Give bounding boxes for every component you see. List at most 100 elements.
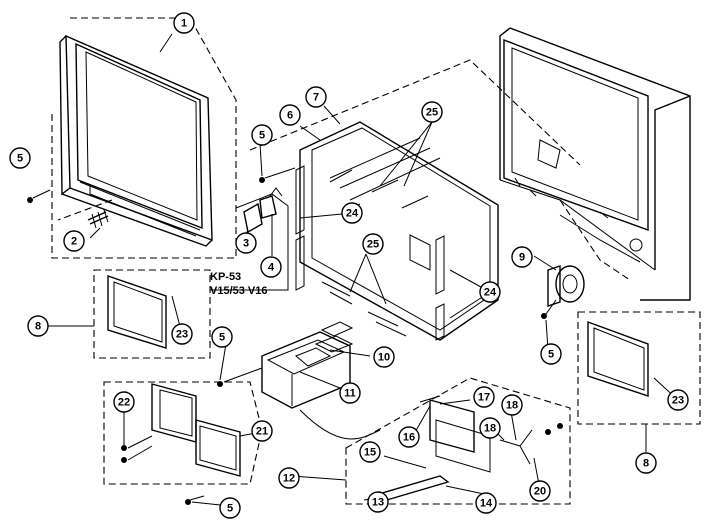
callout-c6: 6 xyxy=(279,104,301,126)
callout-c22: 22 xyxy=(113,391,135,413)
callout-circle xyxy=(475,492,497,514)
callout-c18b: 18 xyxy=(501,394,523,416)
lower-left-assembly xyxy=(103,381,263,485)
callout-c23b: 23 xyxy=(667,389,689,411)
callout-c10: 10 xyxy=(373,346,395,368)
callout-label: 18 xyxy=(484,423,496,435)
shield-box-right xyxy=(577,311,701,425)
callout-circle xyxy=(9,147,31,169)
callout-c7: 7 xyxy=(305,86,327,108)
callout-circle xyxy=(339,382,361,404)
callout-label: 5 xyxy=(227,503,233,515)
callout-c8b: 8 xyxy=(635,452,657,474)
callout-label: 9 xyxy=(519,252,525,264)
callout-label: 4 xyxy=(268,262,275,274)
callout-c18a: 18 xyxy=(479,417,501,439)
callout-circle xyxy=(279,104,301,126)
callout-circle xyxy=(635,452,657,474)
callout-label: 20 xyxy=(534,486,546,498)
callout-circle xyxy=(305,86,327,108)
callout-c5a: 5 xyxy=(9,147,31,169)
cabinet-housing xyxy=(499,27,691,301)
callout-circle xyxy=(113,391,135,413)
callout-c17: 17 xyxy=(473,386,495,408)
callout-circle xyxy=(473,386,495,408)
main-board xyxy=(249,59,581,341)
callout-label: 24 xyxy=(484,287,497,299)
callout-c16: 16 xyxy=(398,426,420,448)
callout-label: 23 xyxy=(672,395,684,407)
callout-label: 16 xyxy=(403,432,415,444)
callout-circle xyxy=(341,202,363,224)
speaker-part-9 xyxy=(547,265,585,307)
callout-label: 21 xyxy=(256,426,268,438)
callout-circle xyxy=(667,389,689,411)
callout-label: 15 xyxy=(364,447,376,459)
callout-label: 5 xyxy=(17,153,23,165)
callout-circle xyxy=(479,281,501,303)
callout-label: 8 xyxy=(643,458,649,470)
callout-c5d: 5 xyxy=(540,343,562,365)
callout-label: 13 xyxy=(372,497,384,509)
callout-label: 1 xyxy=(181,18,187,30)
callout-circle xyxy=(367,491,389,513)
callout-label: 17 xyxy=(478,392,490,404)
shield-box-left xyxy=(93,269,211,359)
callout-circle xyxy=(529,480,551,502)
callout-circle xyxy=(235,232,257,254)
callout-label: 2 xyxy=(71,236,77,248)
model-note-line2: V15/53 V16 xyxy=(210,285,268,297)
callout-c9: 9 xyxy=(511,246,533,268)
callout-c4: 4 xyxy=(260,256,282,278)
callout-c24a: 24 xyxy=(341,202,363,224)
front-bezel xyxy=(51,17,237,259)
callout-c25a: 25 xyxy=(421,101,443,123)
callout-circle xyxy=(398,426,420,448)
callout-c11: 11 xyxy=(339,382,361,404)
callout-label: 5 xyxy=(259,130,265,142)
callout-c24b: 24 xyxy=(479,281,501,303)
callout-circle xyxy=(501,394,523,416)
callout-circle xyxy=(362,233,384,255)
callout-circle xyxy=(171,323,193,345)
callout-label: 5 xyxy=(219,332,225,344)
callout-label: 14 xyxy=(480,498,493,510)
callout-circle xyxy=(373,346,395,368)
callout-c5b: 5 xyxy=(251,124,273,146)
callout-c5e: 5 xyxy=(219,497,241,519)
screws xyxy=(27,167,557,505)
callout-c25b: 25 xyxy=(362,233,384,255)
callout-label: 25 xyxy=(426,107,438,119)
callout-c5c: 5 xyxy=(211,326,233,348)
callout-c13: 13 xyxy=(367,491,389,513)
callout-label: 10 xyxy=(378,352,390,364)
callout-c20: 20 xyxy=(529,480,551,502)
bracket-10-11 xyxy=(217,321,381,440)
model-bracket xyxy=(210,187,289,291)
callout-c2: 2 xyxy=(63,230,85,252)
model-note-line1: KP-53 xyxy=(210,271,241,283)
callout-circle xyxy=(260,256,282,278)
callout-c23a: 23 xyxy=(171,323,193,345)
callout-label: 8 xyxy=(35,321,41,333)
callout-c12: 12 xyxy=(278,467,300,489)
callout-c15: 15 xyxy=(359,441,381,463)
callout-c1: 1 xyxy=(173,12,195,34)
callout-circle xyxy=(251,420,273,442)
knob-part-2 xyxy=(87,209,109,229)
callout-circle xyxy=(479,417,501,439)
callout-circle xyxy=(359,441,381,463)
callout-circle xyxy=(278,467,300,489)
callout-label: 22 xyxy=(118,397,130,409)
callout-label: 23 xyxy=(176,329,188,341)
callout-label: 6 xyxy=(287,110,293,122)
callout-c14: 14 xyxy=(475,492,497,514)
callout-c21: 21 xyxy=(251,420,273,442)
callout-circle xyxy=(211,326,233,348)
callout-circle xyxy=(27,315,49,337)
callout-label: 11 xyxy=(344,388,356,400)
callout-c3: 3 xyxy=(235,232,257,254)
callout-circle xyxy=(540,343,562,365)
